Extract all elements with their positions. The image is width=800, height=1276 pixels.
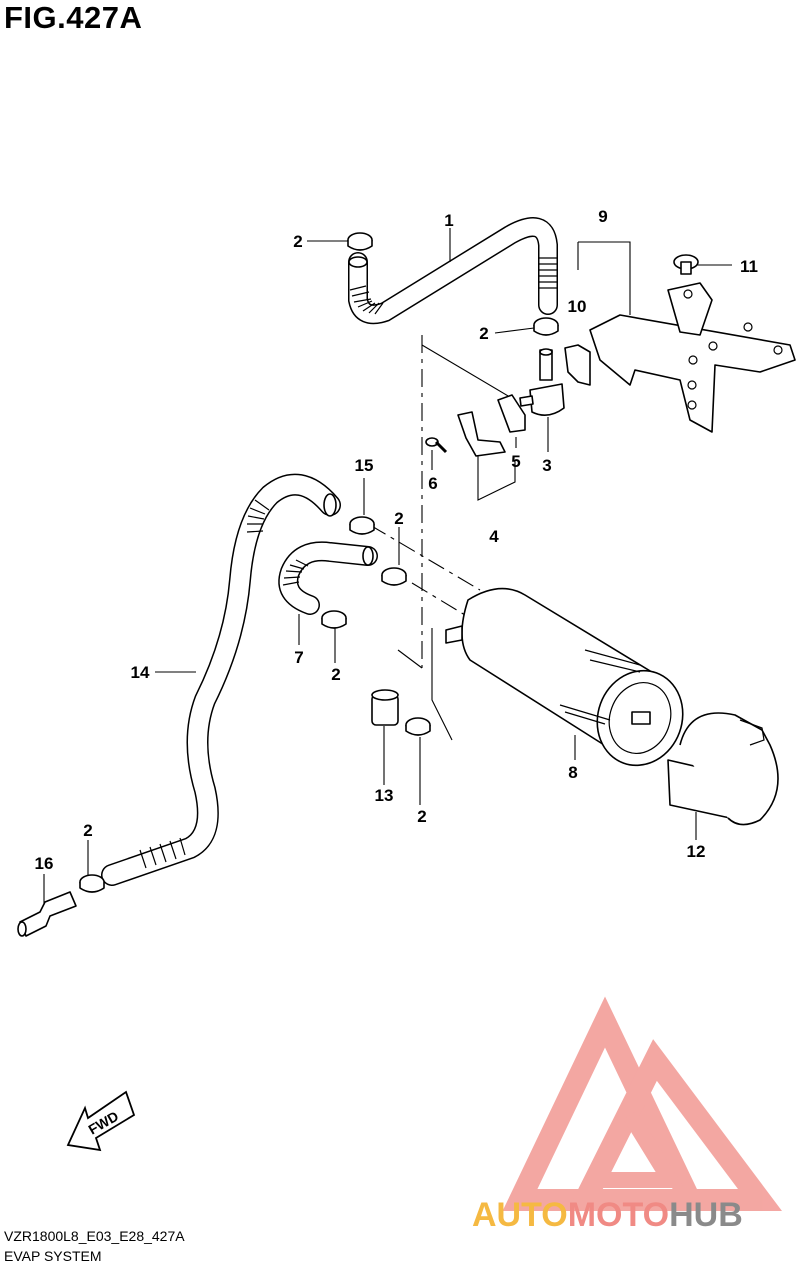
part-3-valve [519, 348, 565, 416]
diagram-caption: EVAP SYSTEM [4, 1248, 102, 1264]
callout-16: 16 [35, 854, 54, 873]
figure-title: FIG.427A [4, 0, 143, 35]
assembly-center-lines [369, 335, 481, 668]
callout-9: 9 [598, 207, 607, 226]
callout-15: 15 [355, 456, 374, 475]
callout-7: 7 [294, 648, 303, 667]
part-11-bolt [673, 254, 699, 275]
part-12-cover [667, 712, 779, 826]
clamp-2-mid [381, 567, 407, 586]
callout-4: 4 [489, 527, 499, 546]
clamp-2-lower [321, 610, 347, 629]
callout-2-top: 2 [293, 232, 302, 251]
watermark-hub: HUB [669, 1196, 743, 1234]
watermark-text: AUTOMOTOHUB [472, 1196, 743, 1234]
footer: VZR1800L8_E03_E28_427A EVAP SYSTEM [4, 1226, 185, 1266]
part-14-hose [101, 473, 341, 886]
callout-13: 13 [375, 786, 394, 805]
part-15-clamp [349, 516, 375, 535]
callout-6: 6 [428, 474, 437, 493]
part-13-hose [371, 689, 399, 726]
part-8-canister [445, 587, 684, 767]
callout-14: 14 [131, 663, 150, 682]
callout-2-mid: 2 [394, 509, 403, 528]
clamp-group-bracket [397, 344, 516, 741]
watermark-logo [502, 996, 782, 1211]
callout-2-bottom: 2 [83, 821, 92, 840]
callout-2-lower: 2 [331, 665, 340, 684]
callout-2-valve: 2 [479, 324, 488, 343]
callout-10: 10 [568, 297, 587, 316]
callout-12: 12 [687, 842, 706, 861]
clamp-2-valve [533, 317, 559, 336]
callout-2-canister: 2 [417, 807, 426, 826]
part-9-bracket [577, 241, 796, 433]
fwd-arrow-icon: FWD [66, 1090, 136, 1152]
part-5-bracket [457, 394, 526, 457]
diagram-code: VZR1800L8_E03_E28_427A [4, 1228, 185, 1244]
watermark-moto: MOTO [568, 1196, 669, 1234]
clamp-2-canister [405, 717, 431, 736]
callout-3: 3 [542, 456, 551, 475]
callout-11: 11 [740, 257, 758, 276]
clamp-2-bottom [79, 874, 105, 893]
leader-lines [43, 228, 732, 905]
part-16-fitting [17, 891, 77, 937]
part-6-screw [425, 437, 448, 454]
part-10-grommet [564, 344, 591, 386]
callout-5: 5 [511, 452, 520, 471]
callout-1: 1 [444, 211, 453, 230]
watermark-auto: AUTO [472, 1196, 568, 1234]
part-7-hose [278, 541, 378, 615]
clamp-2-top [347, 232, 373, 251]
part-1-hose [348, 217, 558, 325]
callout-8: 8 [568, 763, 577, 782]
